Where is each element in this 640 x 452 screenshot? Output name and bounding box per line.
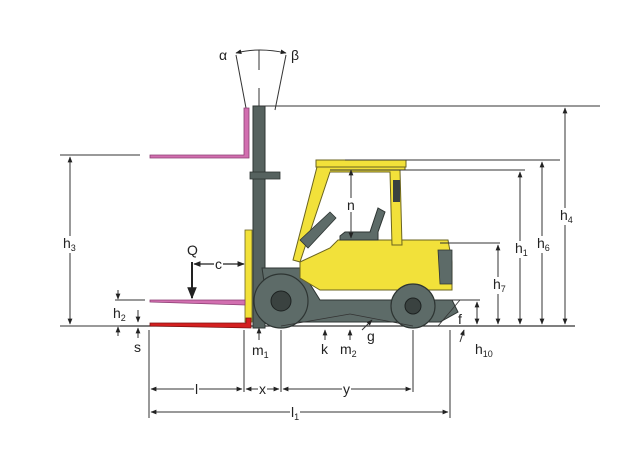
label-h6: h6: [536, 235, 551, 253]
label-n: n: [346, 197, 356, 213]
label-g: g: [367, 328, 375, 344]
label-y: y: [342, 381, 351, 397]
label-h3: h3: [62, 235, 77, 253]
label-k: k: [321, 341, 328, 357]
label-s: s: [134, 339, 141, 355]
label-c: c: [214, 256, 223, 272]
label-h10: h10: [475, 341, 493, 359]
raised-fork: [60, 107, 250, 159]
label-m1: m1: [252, 342, 269, 360]
label-h1: h1: [514, 240, 529, 258]
label-alpha: α: [219, 47, 228, 63]
label-l1: l1: [290, 404, 301, 422]
label-l: l: [194, 381, 200, 397]
label-h4: h4: [559, 207, 574, 225]
rear-wheel: [390, 283, 436, 329]
label-Q: Q: [187, 242, 198, 258]
mast: [244, 105, 600, 329]
label-m2: m2: [340, 341, 357, 359]
label-beta: β: [291, 47, 300, 63]
mid-fork: [115, 299, 246, 306]
label-x: x: [258, 381, 267, 397]
lowered-fork: [149, 317, 252, 329]
label-f: f: [458, 311, 462, 327]
ground-clearance-lines: [280, 299, 461, 327]
label-h7: h7: [492, 276, 507, 294]
tilt-angle-indicator: [235, 49, 287, 111]
label-h2: h2: [113, 305, 126, 323]
front-wheel: [253, 273, 309, 329]
